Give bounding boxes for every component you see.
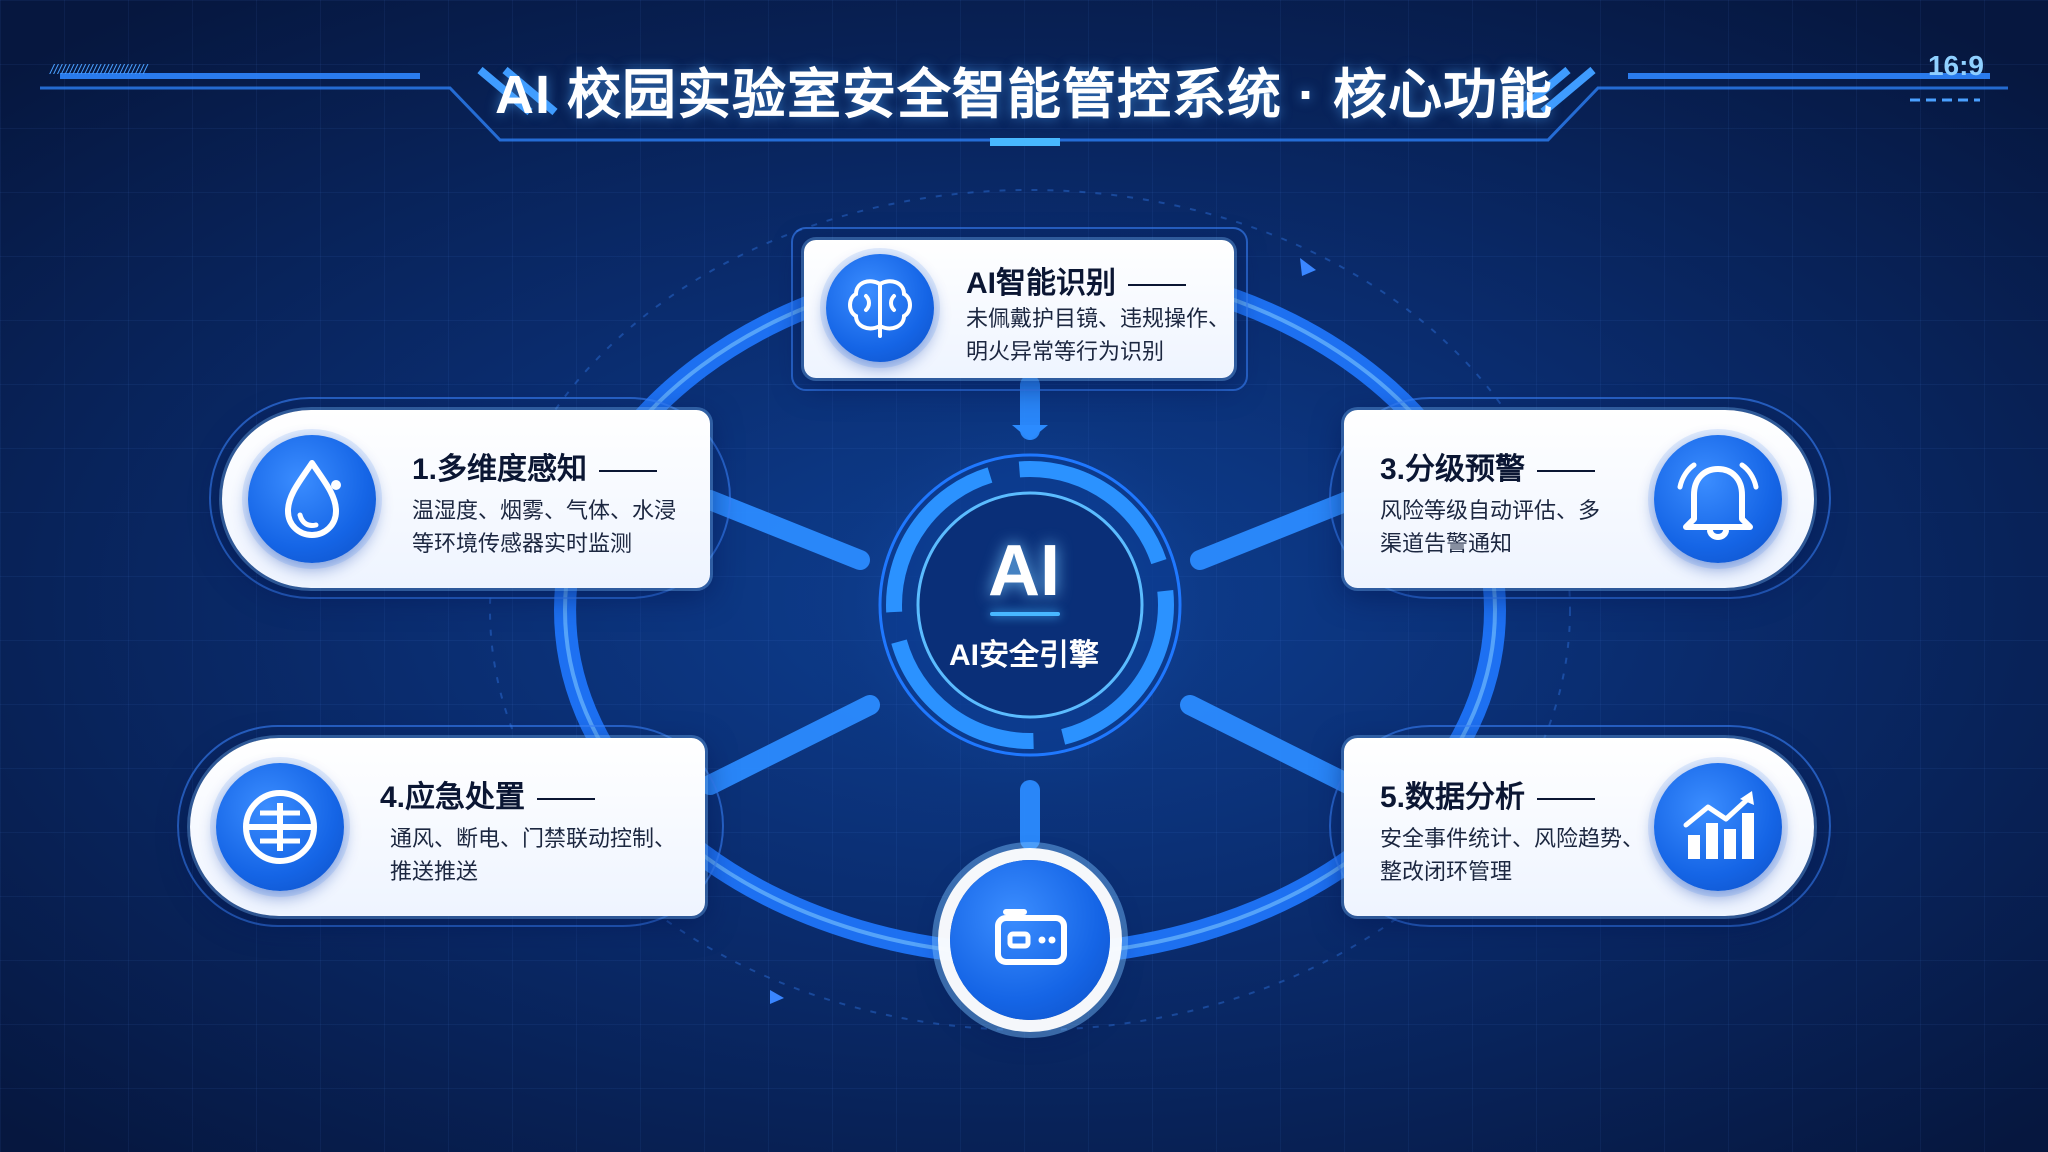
emergency-control-icon: [216, 763, 344, 891]
card-desc-line: 未佩戴护目镜、违规操作、: [966, 306, 1231, 331]
bell-icon: [1654, 435, 1782, 563]
card-ai-recognition: AI智能识别 未佩戴护目镜、违规操作、 明火异常等行为识别: [804, 240, 1234, 378]
card-title: 4.应急处置: [380, 781, 526, 814]
card-desc-line: 明火异常等行为识别: [966, 339, 1165, 364]
water-drop-icon: [248, 435, 376, 563]
brain-icon: [826, 254, 934, 362]
center-ai-logo: AI: [988, 531, 1060, 611]
card-warning: 3.分级预警 风险等级自动评估、多 渠道告警通知: [1344, 410, 1814, 588]
header-frame: [40, 66, 2008, 146]
center-engine-label: AI安全引擎: [949, 639, 1099, 672]
card-analysis: 5.数据分析 安全事件统计、风险趋势、 整改闭环管理: [1344, 738, 1814, 916]
page-title: AI 校园实验室安全智能管控系统 · 核心功能: [495, 65, 1553, 125]
svg-text://///////////////////////: /////////////////////////: [49, 61, 149, 77]
card-desc-line: 整改闭环管理: [1380, 859, 1513, 884]
device-icon: [950, 860, 1110, 1020]
card-desc-line: 通风、断电、门禁联动控制、: [390, 826, 677, 851]
card-desc-line: 安全事件统计、风险趋势、: [1380, 826, 1645, 851]
card-title: 5.数据分析: [1380, 781, 1526, 814]
card-desc-line: 温湿度、烟雾、气体、水浸: [412, 498, 677, 523]
card-title: 1.多维度感知: [412, 453, 588, 486]
card-emergency: 4.应急处置 通风、断电、门禁联动控制、 推送推送: [190, 738, 705, 916]
card-title: AI智能识别: [966, 267, 1116, 300]
card-desc-line: 等环境传感器实时监测: [412, 531, 633, 556]
center-underline: [990, 612, 1060, 616]
card-desc-line: 风险等级自动评估、多: [1380, 498, 1601, 523]
card-desc-line: 渠道告警通知: [1380, 531, 1513, 556]
card-desc-line: 推送推送: [390, 859, 479, 884]
card-title: 3.分级预警: [1380, 453, 1526, 486]
card-perception: 1.多维度感知 温湿度、烟雾、气体、水浸 等环境传感器实时监测: [222, 410, 710, 588]
aspect-ratio-label: 16:9: [1927, 50, 1984, 81]
bar-chart-icon: [1654, 763, 1782, 891]
